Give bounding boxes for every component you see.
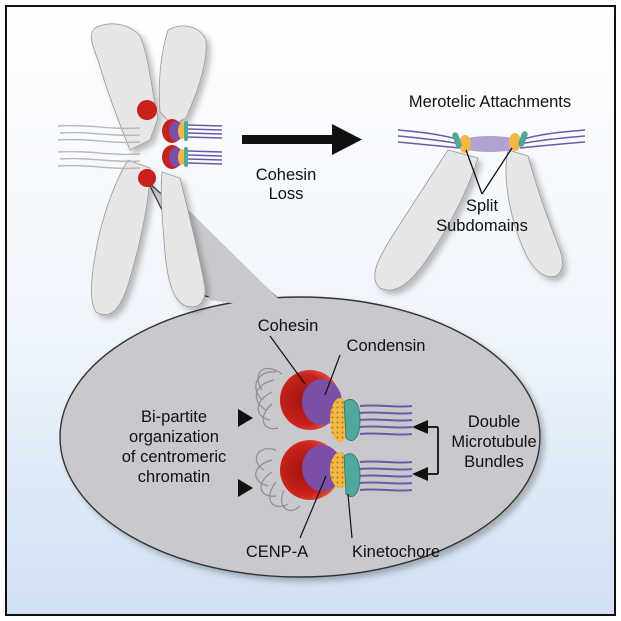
arrow-label-line2: Loss xyxy=(269,185,304,203)
cohesin-label: Cohesin xyxy=(258,317,319,335)
microtubules-faint-left xyxy=(57,124,141,170)
condensin-label: Condensin xyxy=(347,337,426,355)
merotelic-label: Merotelic Attachments xyxy=(409,93,571,111)
inset-pointer-lines xyxy=(269,335,353,539)
double-label-line1: Double xyxy=(468,413,520,431)
inset-centromere xyxy=(255,367,413,511)
microtubule-bundles xyxy=(359,404,413,492)
bipartite-label-line3: of centromeric xyxy=(122,448,227,466)
chromosome-left xyxy=(90,23,207,316)
centromere-left xyxy=(137,100,223,187)
double-label-line3: Bundles xyxy=(464,453,524,471)
double-label-line2: Microtubule xyxy=(451,433,536,451)
arrowhead-top xyxy=(238,409,253,427)
bipartite-label-line1: Bi-partite xyxy=(141,408,207,426)
chromatin-loops xyxy=(255,367,301,511)
cohesin-loss-arrow xyxy=(242,124,362,155)
bundle-bracket xyxy=(428,426,439,475)
split-label-line1: Split xyxy=(466,197,499,215)
inset-callout xyxy=(59,181,541,578)
cohesin-blob-top xyxy=(137,100,157,120)
kinetochore-bottom xyxy=(343,453,361,497)
merotelic-centromere xyxy=(397,129,586,153)
inset-ellipse xyxy=(59,296,541,578)
bipartite-label-line4: chromatin xyxy=(138,468,210,486)
chromosome-right xyxy=(374,149,563,291)
split-pointer-lines xyxy=(465,147,513,195)
bundle-arrowhead-top xyxy=(412,420,428,434)
kinetochore-label: Kinetochore xyxy=(352,543,440,561)
arrowhead-bottom xyxy=(238,479,253,497)
cenp-a-label: CENP-A xyxy=(246,543,308,561)
bipartite-label-line2: organization xyxy=(129,428,219,446)
cohesin-blob-bottom xyxy=(138,169,156,187)
arrow-label-line1: Cohesin xyxy=(256,166,317,184)
split-label-line2: Subdomains xyxy=(436,217,528,235)
bundle-arrowhead-bottom xyxy=(412,467,428,481)
kinetochore-top xyxy=(343,399,361,441)
